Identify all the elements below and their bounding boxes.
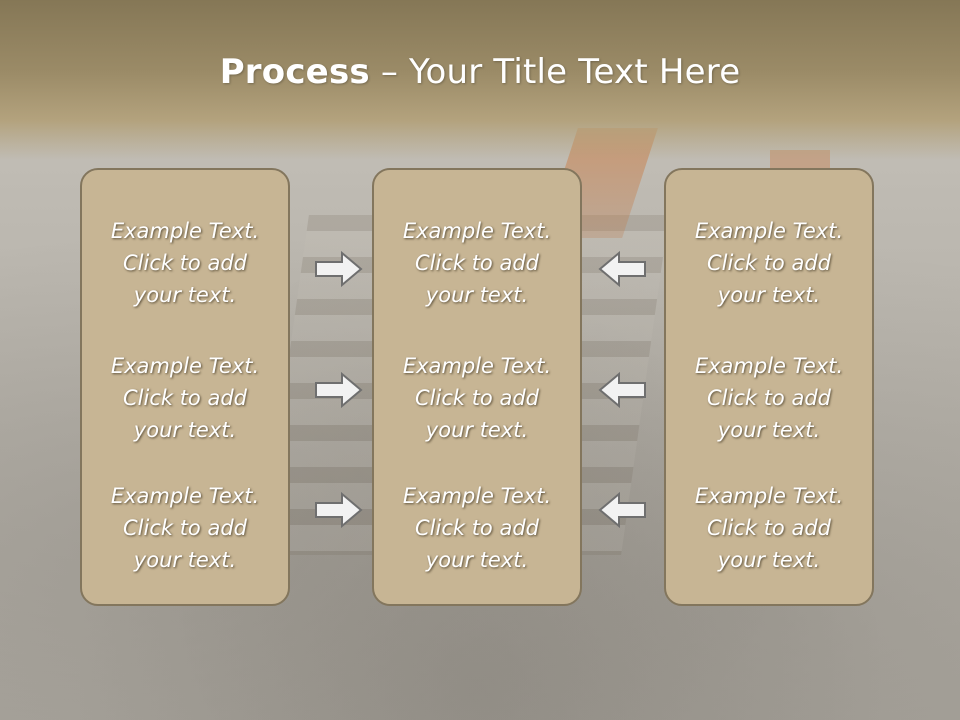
text-line: Example Text. bbox=[694, 354, 844, 378]
text-line: your text. bbox=[133, 418, 237, 442]
text-line: Example Text. bbox=[402, 354, 552, 378]
text-line: your text. bbox=[425, 548, 529, 572]
arrow-left-icon[interactable] bbox=[597, 491, 647, 529]
placeholder-text[interactable]: Example Text. Click to add your text. bbox=[374, 480, 580, 576]
placeholder-text[interactable]: Example Text. Click to add your text. bbox=[82, 480, 288, 576]
text-line: Click to add bbox=[122, 251, 247, 275]
placeholder-text[interactable]: Example Text. Click to add your text. bbox=[82, 215, 288, 311]
arrow-left-icon[interactable] bbox=[597, 250, 647, 288]
text-line: Example Text. bbox=[110, 219, 260, 243]
arrow-right-icon[interactable] bbox=[314, 491, 364, 529]
text-line: Example Text. bbox=[694, 484, 844, 508]
text-line: your text. bbox=[133, 548, 237, 572]
text-line: Click to add bbox=[122, 516, 247, 540]
text-line: Click to add bbox=[122, 386, 247, 410]
slide-title[interactable]: Process – Your Title Text Here bbox=[0, 52, 960, 92]
process-panel-right[interactable]: Example Text. Click to add your text. Ex… bbox=[664, 168, 874, 606]
text-line: Example Text. bbox=[110, 354, 260, 378]
slide-title-bold: Process bbox=[219, 52, 370, 92]
arrow-right-icon[interactable] bbox=[314, 371, 364, 409]
placeholder-text[interactable]: Example Text. Click to add your text. bbox=[666, 350, 872, 446]
text-line: Click to add bbox=[414, 251, 539, 275]
text-line: Click to add bbox=[706, 251, 831, 275]
text-line: Example Text. bbox=[694, 219, 844, 243]
text-line: Example Text. bbox=[402, 484, 552, 508]
arrow-left-icon[interactable] bbox=[597, 371, 647, 409]
text-line: your text. bbox=[717, 418, 821, 442]
process-panel-left[interactable]: Example Text. Click to add your text. Ex… bbox=[80, 168, 290, 606]
text-line: your text. bbox=[717, 548, 821, 572]
text-line: Click to add bbox=[706, 386, 831, 410]
text-line: your text. bbox=[425, 418, 529, 442]
text-line: Click to add bbox=[414, 386, 539, 410]
text-line: your text. bbox=[717, 283, 821, 307]
text-line: Example Text. bbox=[110, 484, 260, 508]
text-line: Click to add bbox=[706, 516, 831, 540]
title-band bbox=[0, 0, 960, 160]
placeholder-text[interactable]: Example Text. Click to add your text. bbox=[374, 215, 580, 311]
process-panel-center[interactable]: Example Text. Click to add your text. Ex… bbox=[372, 168, 582, 606]
arrow-right-icon[interactable] bbox=[314, 250, 364, 288]
placeholder-text[interactable]: Example Text. Click to add your text. bbox=[666, 480, 872, 576]
text-line: Example Text. bbox=[402, 219, 552, 243]
text-line: your text. bbox=[425, 283, 529, 307]
text-line: your text. bbox=[133, 283, 237, 307]
text-line: Click to add bbox=[414, 516, 539, 540]
placeholder-text[interactable]: Example Text. Click to add your text. bbox=[666, 215, 872, 311]
slide-title-rest: – Your Title Text Here bbox=[369, 52, 741, 92]
placeholder-text[interactable]: Example Text. Click to add your text. bbox=[82, 350, 288, 446]
placeholder-text[interactable]: Example Text. Click to add your text. bbox=[374, 350, 580, 446]
